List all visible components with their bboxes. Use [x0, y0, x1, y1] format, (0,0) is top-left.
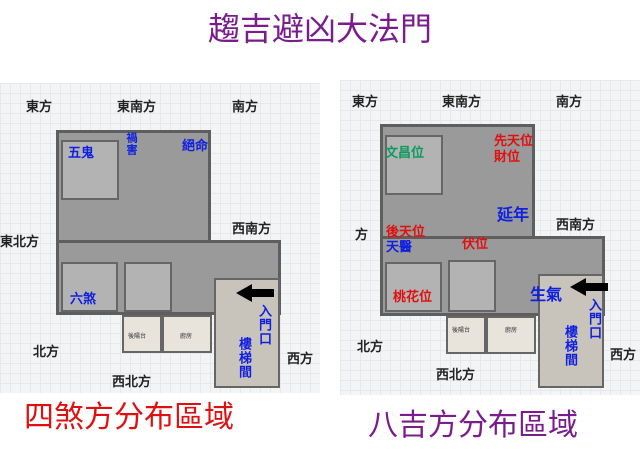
- label-shengqi: 生氣: [530, 285, 563, 304]
- dir-north: 北方: [33, 345, 60, 360]
- right-caption: 八吉方分布區域: [368, 408, 578, 443]
- right-bedroom-1: [385, 135, 443, 195]
- left-bedroom-1: [61, 140, 119, 200]
- dir-southwest: 西南方: [556, 218, 596, 233]
- dir-west: 西方: [287, 352, 314, 367]
- label-houtian: 後天位: [386, 225, 426, 240]
- label-liusha: 六煞: [70, 292, 97, 307]
- right-bedroom-2: [385, 262, 442, 312]
- label-caiwei: 財位: [494, 150, 521, 165]
- left-bedroom-3: [124, 262, 172, 312]
- dir-east: 東方: [26, 100, 53, 115]
- right-stairs-label: 樓梯間: [562, 325, 577, 367]
- label-huohai: 禍害: [125, 132, 138, 156]
- right-balcony-label: 後陽台: [452, 327, 471, 334]
- left-bedroom-2: [61, 262, 118, 312]
- dir-south: 南方: [232, 100, 259, 115]
- left-caption: 四煞方分布區域: [24, 400, 234, 435]
- dir-northwest: 西北方: [112, 375, 152, 390]
- left-room-kitchen: [162, 315, 212, 353]
- right-kitchen-label: 廚房: [505, 327, 518, 334]
- left-entrance-label: 入門口: [256, 304, 271, 346]
- label-yannian: 延年: [497, 205, 530, 224]
- left-stairs-label: 樓梯間: [236, 337, 251, 379]
- dir-southeast: 東南方: [117, 100, 157, 115]
- left-balcony-label: 後陽台: [128, 333, 147, 340]
- dir-northeast: 東北方: [0, 235, 40, 250]
- right-room-balcony: [446, 316, 486, 354]
- label-fuwei: 伏位: [462, 237, 489, 252]
- right-bedroom-3: [448, 260, 496, 312]
- dir-west: 西方: [610, 348, 637, 363]
- label-jueming: 絕命: [182, 139, 209, 154]
- dir-south: 南方: [556, 95, 583, 110]
- page-title: 趨吉避凶大法門: [207, 10, 432, 48]
- label-wenchang: 文昌位: [385, 146, 425, 161]
- label-xiantian: 先天位: [494, 134, 534, 149]
- entrance-arrow-icon: [570, 278, 608, 296]
- entrance-arrow-icon: [236, 284, 274, 302]
- dir-north: 北方: [357, 340, 384, 355]
- dir-southwest: 西南方: [232, 222, 272, 237]
- right-entrance-label: 入門口: [586, 298, 601, 340]
- left-room-balcony: [122, 315, 162, 353]
- dir-southeast: 東南方: [442, 95, 482, 110]
- dir-northeast: 方: [355, 228, 369, 243]
- dir-northwest: 西北方: [436, 368, 476, 383]
- label-taohua: 桃花位: [393, 290, 433, 305]
- label-tianyi: 天醫: [386, 240, 413, 255]
- label-wugui: 五鬼: [68, 146, 95, 161]
- right-room-kitchen: [486, 316, 536, 354]
- left-kitchen-label: 廚房: [180, 333, 193, 340]
- dir-east: 東方: [352, 95, 379, 110]
